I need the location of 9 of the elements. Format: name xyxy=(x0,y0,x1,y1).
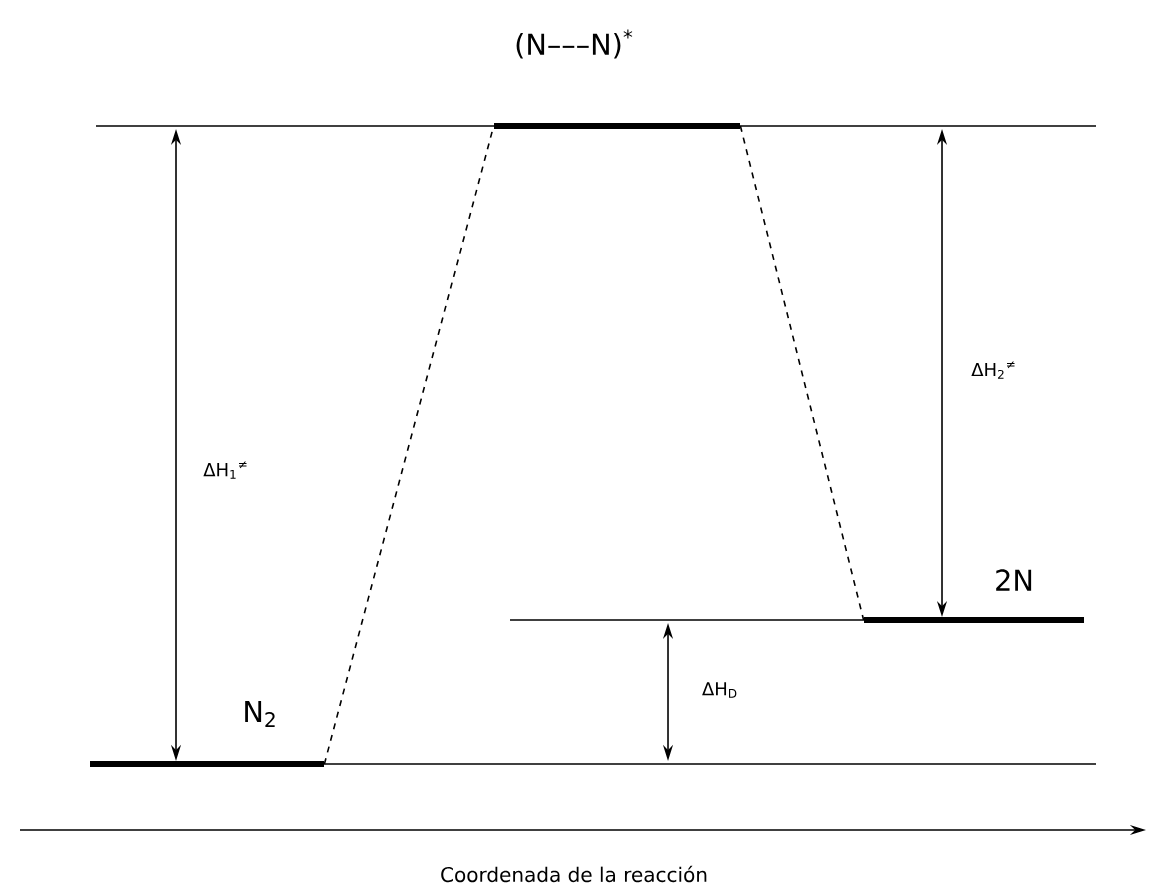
energy-level: (N–––N)$^{*}$ xyxy=(494,29,740,129)
reaction-path-line xyxy=(739,125,865,621)
node-label: 2N xyxy=(996,569,1032,591)
node-label: N$_{2}$ xyxy=(245,701,275,727)
axis-label: Coordenada de la reacción xyxy=(441,865,707,883)
energy-level: N$_{2}$ xyxy=(90,701,324,767)
energy-label: ΔH$_{D}$ xyxy=(702,682,737,698)
node-label: (N–––N)$^{*}$ xyxy=(516,29,633,59)
energy-level: 2N xyxy=(864,569,1084,623)
